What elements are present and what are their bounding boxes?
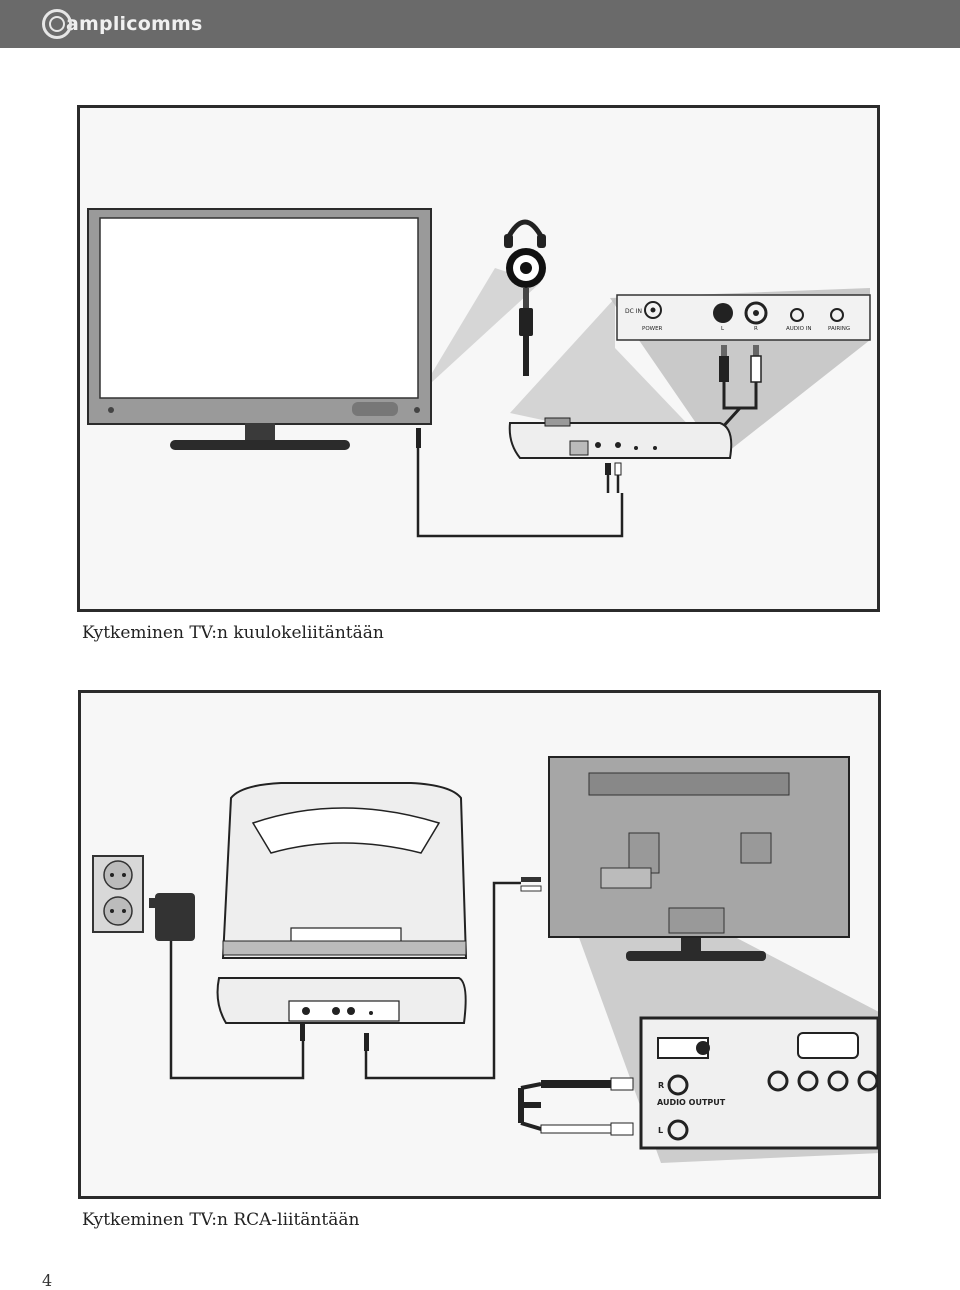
label-left: L (658, 1126, 663, 1135)
rca-connection-illustration: R AUDIO OUTPUT L (92, 756, 878, 1163)
label-left: L (721, 326, 725, 332)
tv-audio-output-panel: R AUDIO OUTPUT L (639, 1016, 878, 1150)
audio-plug-icon (519, 288, 533, 376)
headphones-icon (504, 219, 546, 248)
label-dc-in: DC IN (625, 308, 642, 315)
figure-caption: Kytkeminen TV:n kuulokeliitäntään (82, 623, 384, 643)
headphone-jack-icon (506, 248, 546, 288)
tv-front (87, 208, 432, 450)
label-power: POWER (642, 326, 663, 332)
figure-headphone-connection: DC IN POWER L R AUDIO IN PAIRING (77, 105, 880, 612)
label-audio-in: AUDIO IN (786, 326, 811, 332)
label-right: R (658, 1081, 664, 1090)
brand-logo: amplicomms (42, 8, 202, 40)
base-back-panel: DC IN POWER L R AUDIO IN PAIRING (616, 294, 871, 341)
label-audio-output: AUDIO OUTPUT (657, 1098, 726, 1107)
brand-name: amplicomms (66, 13, 203, 35)
page-number: 4 (42, 1271, 53, 1290)
headphone-connection-illustration: DC IN POWER L R AUDIO IN PAIRING (87, 208, 871, 538)
receiver-speaker (221, 782, 468, 959)
audio-cable (416, 428, 624, 538)
page-header: amplicomms (0, 0, 960, 48)
rca-plugs (718, 345, 762, 432)
amplicomms-logo-icon (42, 9, 72, 39)
transmitter-base (216, 977, 467, 1024)
wall-socket-icon (92, 855, 144, 933)
rca-plugs (518, 1077, 634, 1136)
rca-cable (364, 877, 542, 1080)
zoom-beam (420, 268, 540, 393)
figure-caption: Kytkeminen TV:n RCA-liitäntään (82, 1210, 360, 1230)
figure-rca-connection: R AUDIO OUTPUT L (78, 690, 881, 1199)
power-adapter-icon (149, 893, 305, 1080)
transmitter-base (508, 417, 733, 459)
label-right: R (754, 326, 758, 332)
tv-back (548, 756, 850, 961)
label-pairing: PAIRING (828, 326, 850, 332)
